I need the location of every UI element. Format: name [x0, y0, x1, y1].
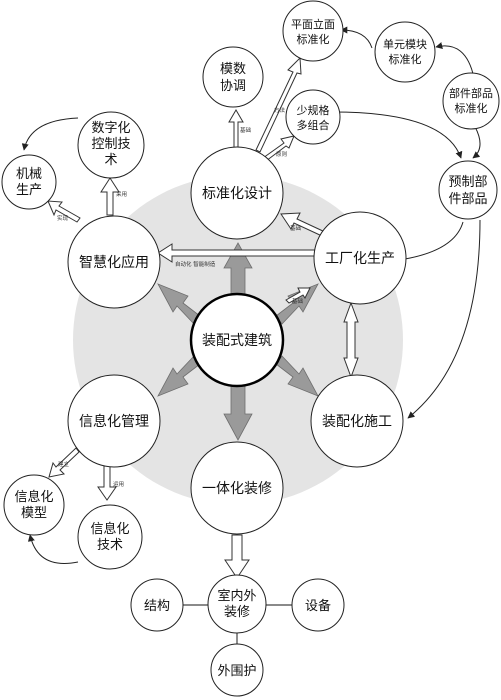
digital-line-2: 控制技 [91, 137, 130, 152]
curve-factory-to-prefab [404, 221, 464, 260]
structure-label: 结构 [144, 599, 170, 614]
digital-control-node [77, 111, 145, 179]
info-tech-line-2: 技术 [97, 538, 123, 553]
plane-facade-line-2: 标准化 [297, 32, 330, 46]
arrow-factory-to-design [280, 212, 326, 237]
equipment-label: 设备 [305, 598, 331, 614]
component-standard-line-2: 标准化 [455, 101, 488, 115]
arrow-design-to-plane [255, 56, 302, 153]
factory-design-label: 基础 [290, 224, 302, 232]
digital-line-1: 数字化 [91, 121, 130, 136]
unit-module-line-1: 单元模块 [383, 38, 427, 51]
curve-fewspecs-to-prefab [332, 111, 463, 159]
plane-arrow-label: 方法 [274, 106, 286, 114]
info-model-line-2: 模型 [21, 506, 47, 521]
plane-facade-line-1: 平面立面 [291, 17, 335, 31]
structure-node [130, 578, 184, 632]
envelope-label: 外围护 [217, 664, 256, 679]
curve-digital-to-machinery [21, 117, 79, 151]
factory-production-node [313, 211, 407, 305]
integrated-decoration-node [190, 441, 284, 535]
prefab-components-node [438, 160, 498, 220]
few-specs-line-2: 多组合 [297, 118, 330, 132]
unit-module-node [374, 21, 436, 83]
envelope-node [210, 643, 264, 697]
arrow-center-to-info [157, 355, 201, 397]
model-arrow-label: 建立 [58, 460, 70, 468]
equipment-node [291, 578, 345, 632]
prefab-line-1: 预制部 [448, 175, 487, 190]
arrow-center-to-smart [157, 283, 201, 325]
curve-tech-to-model [27, 534, 79, 564]
plane-facade-node [282, 0, 344, 62]
info-model-node [3, 474, 65, 536]
digital-arrow-label: 采用 [116, 190, 127, 198]
center-node [189, 292, 285, 388]
curve-component-to-unit [435, 42, 475, 79]
few-specs-node [285, 89, 341, 145]
curve-prefab-to-assembly [407, 219, 481, 419]
few-specs-line-1: 少规格 [297, 103, 330, 117]
modulus-coordination-node [202, 46, 264, 108]
indoor-line-1: 室内外 [217, 588, 256, 604]
smart-center-arrow-label: 基础 [292, 297, 304, 305]
modulus-line-1: 模数 [220, 62, 246, 77]
arrow-center-to-assembly [275, 355, 319, 397]
unit-module-line-2: 标准化 [389, 52, 422, 66]
fewspecs-arrow-label: 原则 [276, 150, 287, 158]
machinery-production-node [1, 154, 57, 210]
machinery-line-1: 机械 [16, 167, 42, 182]
arrow-smart-to-digital [100, 177, 120, 216]
information-management-label: 信息化管理 [79, 413, 149, 430]
arrow-decoration-to-indoor [224, 534, 250, 579]
factory-production-label: 工厂化生产 [325, 251, 395, 267]
modulus-arrow-label: 基础 [240, 126, 252, 134]
smart-application-node [67, 215, 161, 309]
assembly-construction-node [310, 374, 404, 468]
component-standard-line-1: 部件部品 [449, 86, 493, 100]
info-technology-node [77, 504, 143, 570]
curve-unit-to-plane [340, 26, 373, 49]
center-label: 装配式建筑 [202, 333, 272, 349]
info-tech-line-1: 信息化 [90, 521, 129, 537]
modulus-line-2: 协调 [220, 79, 246, 94]
tech-arrow-label: 运用 [113, 480, 124, 488]
component-standard-node [442, 72, 500, 130]
indoor-line-2: 装修 [224, 605, 250, 620]
arrow-info-to-model [48, 447, 80, 478]
arrow-info-to-tech [97, 464, 117, 501]
smart-application-label: 智慧化应用 [79, 254, 149, 271]
info-model-line-1: 信息化 [14, 489, 53, 505]
digital-line-3: 术 [104, 153, 117, 168]
standard-design-label: 标准化设计 [202, 186, 272, 202]
assembly-construction-label: 装配化施工 [322, 414, 392, 430]
indoor-outdoor-node [207, 574, 267, 634]
information-management-node [67, 374, 161, 468]
standard-design-node [190, 146, 284, 240]
arrow-smart-to-machinery [47, 200, 81, 223]
arrow-center-to-decoration [223, 385, 253, 441]
smart-arrow-label: 自动化 智能制造 [175, 260, 216, 268]
machinery-line-2: 生产 [16, 183, 42, 198]
arrow-factory-to-smart [157, 243, 319, 263]
arrow-design-to-modulus [228, 109, 244, 149]
machinery-arrow-label: 实现 [57, 214, 69, 222]
prefab-line-2: 件部品 [448, 192, 487, 207]
arrow-center-to-factory-label [285, 287, 311, 304]
arrow-design-to-fewspecs [262, 135, 295, 162]
integrated-decoration-label: 一体化装修 [202, 481, 272, 497]
